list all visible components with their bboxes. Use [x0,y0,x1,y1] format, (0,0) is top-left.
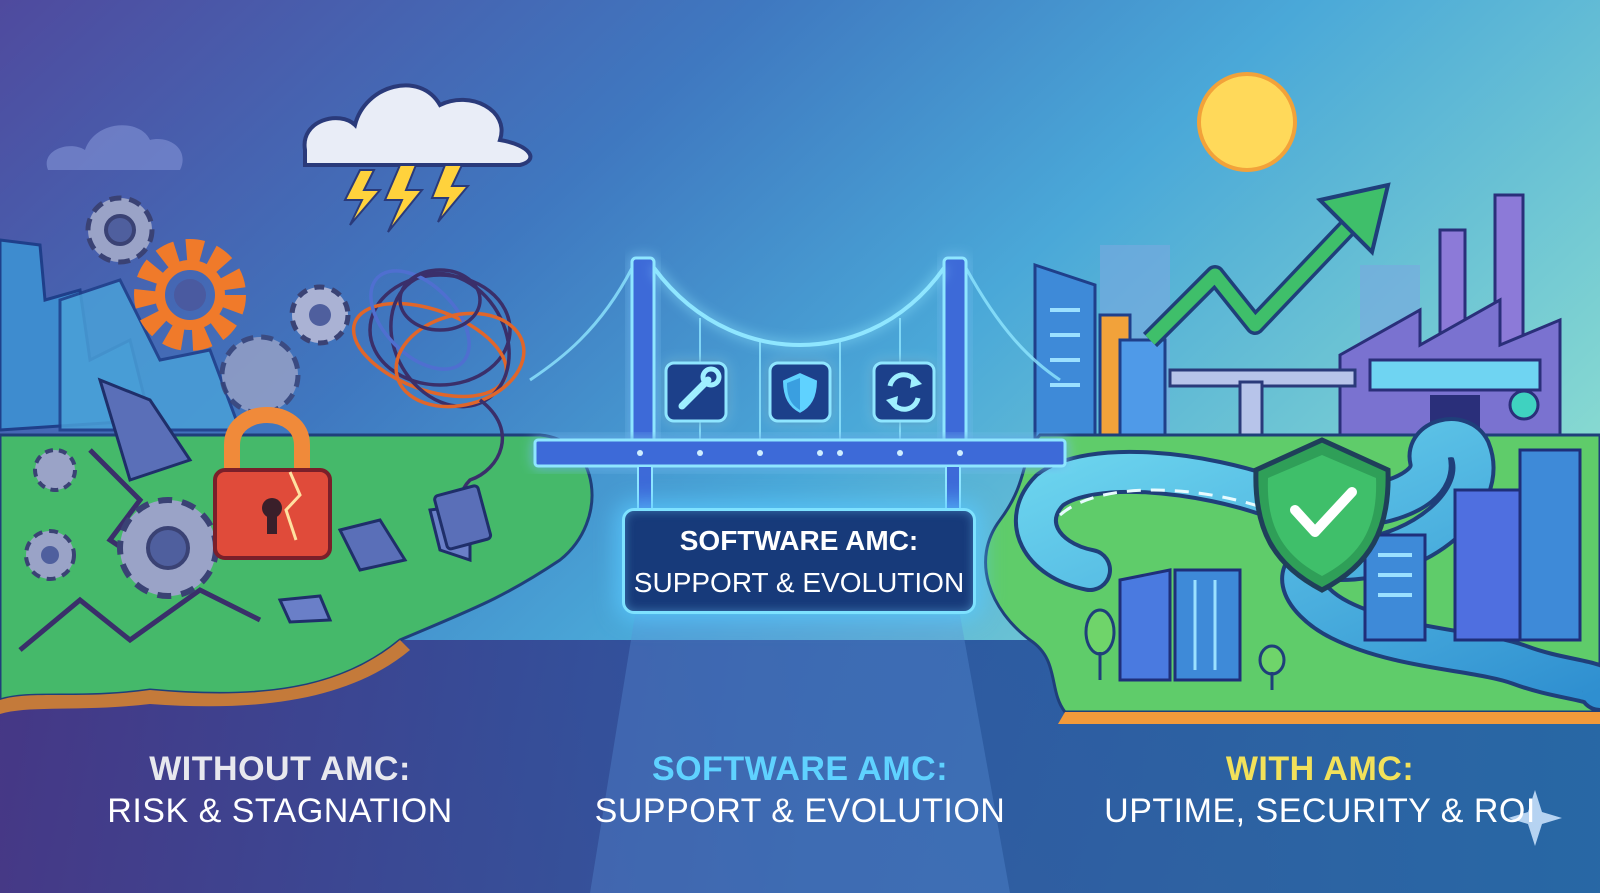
wrench-icon [664,361,728,423]
left-scene [0,83,594,714]
center-panel-title: SOFTWARE AMC: [651,750,949,788]
right-panel-title: WITH AMC: [1225,750,1415,788]
sun-icon [1197,72,1297,172]
bridge-sign-subtitle: SUPPORT & EVOLUTION [633,567,965,598]
broken-lock-icon [213,407,332,560]
right-panel-subtitle: UPTIME, SECURITY & ROI [1104,792,1536,830]
growth-arrow-icon [1142,182,1391,348]
broken-gear-icon [134,239,246,351]
gear-icon [219,334,301,416]
refresh-icon [872,361,936,423]
bridge [529,256,1067,512]
bridge-signboard: SOFTWARE AMC: SUPPORT & EVOLUTION [622,508,976,614]
center-panel-subtitle: SUPPORT & EVOLUTION [594,792,1006,830]
gear-icon [117,497,219,599]
right-scene [984,72,1600,724]
sparkle-icon [1508,790,1562,846]
left-panel-subtitle: RISK & STAGNATION [107,792,453,830]
left-panel-title: WITHOUT AMC: [149,750,411,788]
shield-icon [768,361,832,423]
gear-icon [24,529,76,581]
bridge-sign-title: SOFTWARE AMC: [679,525,919,556]
gear-icon [85,195,155,265]
gear-icon [33,448,77,492]
gear-icon [289,284,351,346]
security-shield-check-icon [1253,437,1391,593]
